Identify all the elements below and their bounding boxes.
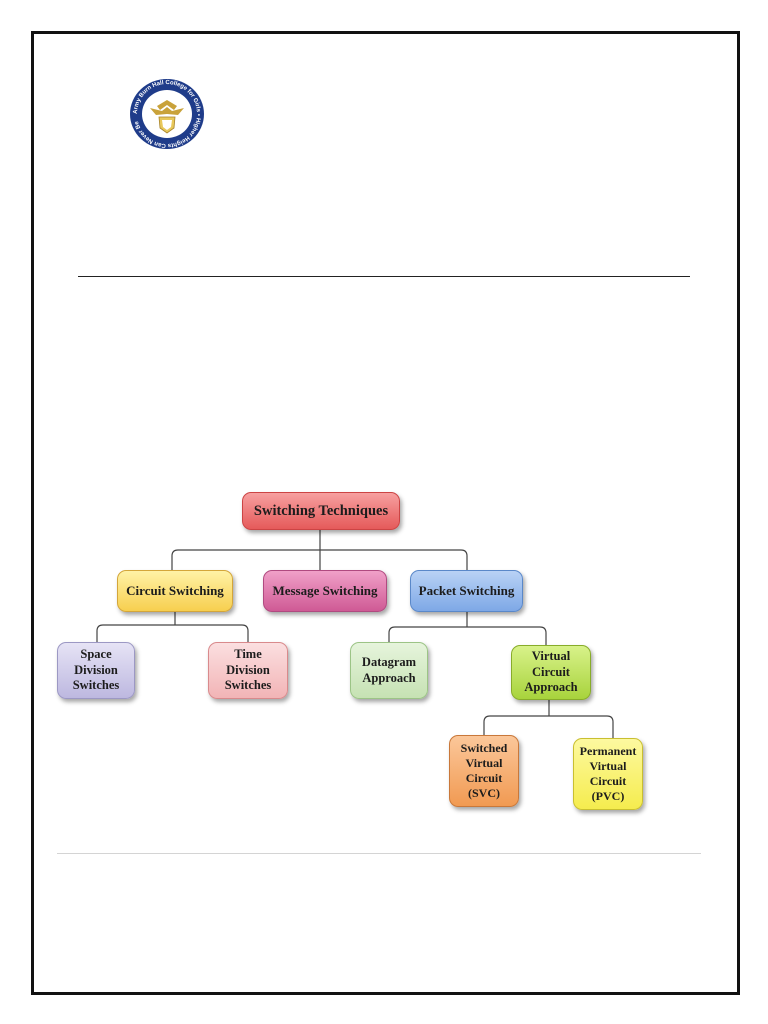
college-logo: Army Burn Hall College for Girls • Highe… (130, 79, 204, 149)
header-rule (78, 276, 690, 277)
node-message-switching: Message Switching (263, 570, 387, 612)
node-datagram-approach: Datagram Approach (350, 642, 428, 699)
node-switching-techniques: Switching Techniques (242, 492, 400, 530)
node-circuit-switching: Circuit Switching (117, 570, 233, 612)
node-time-division-switches: Time Division Switches (208, 642, 288, 699)
page-border (31, 31, 740, 995)
footer-rule (57, 853, 701, 854)
node-space-division-switches: Space Division Switches (57, 642, 135, 699)
node-switched-virtual-circuit: Switched Virtual Circuit (SVC) (449, 735, 519, 807)
node-packet-switching: Packet Switching (410, 570, 523, 612)
node-permanent-virtual-circuit: Permanent Virtual Circuit (PVC) (573, 738, 643, 810)
node-virtual-circuit-approach: Virtual Circuit Approach (511, 645, 591, 700)
